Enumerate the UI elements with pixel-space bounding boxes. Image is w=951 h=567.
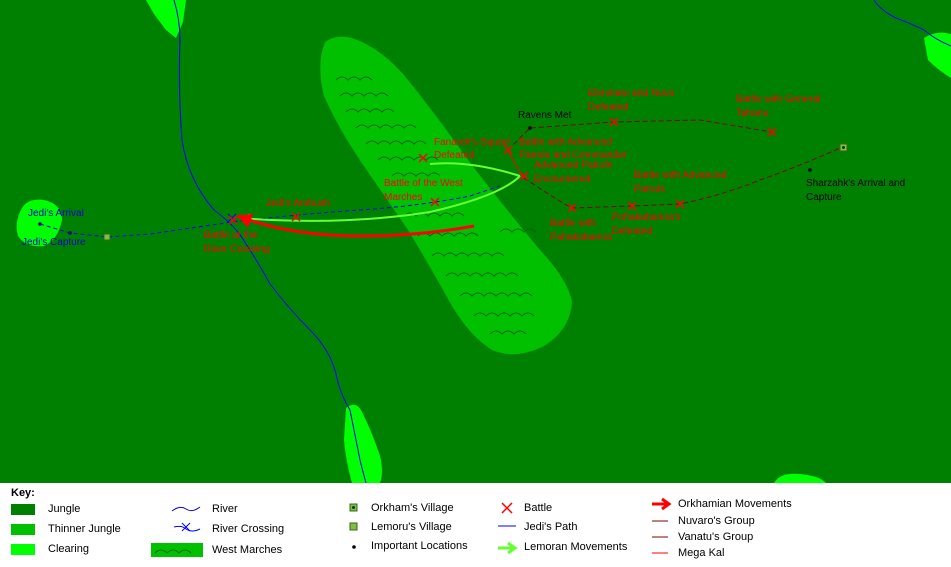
river-main <box>173 0 367 483</box>
battle-fanarek-marker <box>418 153 428 163</box>
jungle-swatch <box>11 504 35 515</box>
location-jedis-arrival <box>38 222 42 226</box>
west-marches-ridge <box>320 36 572 355</box>
key-lemorus-village: Lemoru's Village <box>371 521 452 533</box>
map-key: Key: Jungle Thinner Jungle Clearing Rive… <box>0 483 951 567</box>
clearing-northeast <box>924 32 951 78</box>
key-orkhamian-movements: Orkhamian Movements <box>678 498 792 510</box>
battle-river-crossing-marker <box>228 215 238 225</box>
battle-icon <box>501 502 513 514</box>
west-marches-icon <box>151 543 203 557</box>
key-nuvaros-group: Nuvaro's Group <box>678 515 755 527</box>
important-location-icon <box>352 545 356 549</box>
clearing-south <box>344 404 382 483</box>
battle-advanced-patrols-marker <box>503 145 513 155</box>
key-battle: Battle <box>524 502 553 514</box>
location-jedis-capture <box>68 231 72 235</box>
key-river-crossing: River Crossing <box>212 523 285 535</box>
key-west-marches: West Marches <box>212 544 283 556</box>
clearing-southeast <box>774 473 826 483</box>
map-canvas: Jedi's Arrival Jedi's Capture Jedi's Amb… <box>0 0 951 483</box>
key-vanatus-group: Vanatu's Group <box>678 531 754 543</box>
location-sharzahk <box>808 168 812 172</box>
key-orkhams-village: Orkham's Village <box>371 502 454 514</box>
battle-jedis-ambush-marker <box>291 212 301 222</box>
battle-eliminatu-marker <box>609 117 619 127</box>
key-title: Key: <box>11 487 35 499</box>
label-jedis-arrival: Jedi's Arrival <box>28 208 84 219</box>
nuvaros-group-icon <box>652 520 668 522</box>
orkhamian-movements-icon <box>652 497 672 511</box>
lemorus-village-marker <box>103 233 111 241</box>
mega-kal-icon <box>652 552 668 554</box>
river-northeast <box>873 0 951 47</box>
battle-patrols-encountered-marker <box>519 171 529 181</box>
battle-west-marches-marker <box>430 197 440 207</box>
orkhams-village-icon <box>349 503 358 512</box>
lemoran-movements-icon <box>498 541 518 555</box>
thinner-jungle-swatch <box>11 524 35 535</box>
orkhamian-movement <box>236 213 475 238</box>
orkhams-village-dot <box>842 146 845 149</box>
label-jedis-capture: Jedi's Capture <box>22 237 86 248</box>
battle-pahakabanna-marker <box>567 203 577 213</box>
key-jungle: Jungle <box>48 503 81 515</box>
battle-pohakabanna-marker <box>627 201 637 211</box>
vanatus-group-icon <box>652 536 668 538</box>
vanatus-group-path <box>523 147 841 209</box>
key-thinner-jungle: Thinner Jungle <box>48 523 121 535</box>
key-lemoran-movements: Lemoran Movements <box>524 541 628 553</box>
battle-advanced-patrols-2-marker <box>675 199 685 209</box>
key-mega-kal: Mega Kal <box>678 547 725 559</box>
clearing-swatch <box>11 544 35 555</box>
key-important-locations: Important Locations <box>371 540 468 552</box>
key-river: River <box>212 503 238 515</box>
lemorus-village-icon <box>349 522 358 531</box>
key-clearing: Clearing <box>48 543 89 555</box>
location-ravens-met <box>528 126 532 130</box>
river-icon <box>171 506 201 512</box>
lemoran-movement-2 <box>429 162 521 177</box>
battle-tahanu-marker <box>767 127 777 137</box>
key-jedis-path: Jedi's Path <box>524 521 578 533</box>
river-crossing-icon <box>173 522 201 532</box>
west-marches-hatching <box>335 76 537 335</box>
label-jedis-ambush: Jedi's Ambush <box>266 198 330 209</box>
jedis-path-icon <box>498 525 516 527</box>
label-ravens-met: Ravens Met <box>518 110 572 121</box>
